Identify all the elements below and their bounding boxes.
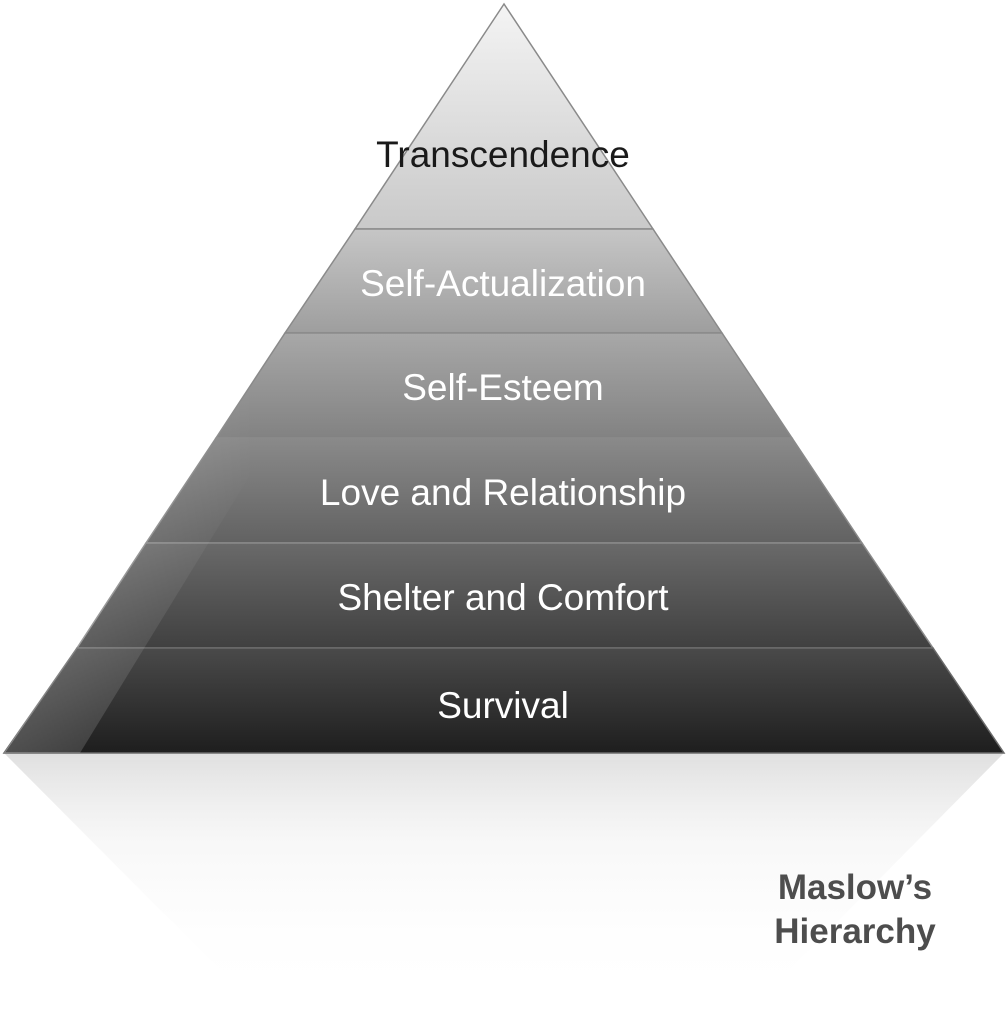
tier-label-self-esteem: Self-Esteem — [402, 367, 604, 408]
tier-label-self-actualization: Self-Actualization — [360, 263, 646, 304]
pyramid-reflection — [4, 753, 1004, 1000]
tier-label-shelter: Shelter and Comfort — [337, 577, 669, 618]
diagram-caption: Maslow’s Hierarchy — [735, 866, 975, 954]
tier-label-survival: Survival — [437, 685, 569, 726]
caption-line-2: Hierarchy — [774, 912, 936, 951]
pyramid-left-sheen — [4, 4, 504, 753]
caption-line-1: Maslow’s — [777, 868, 933, 907]
tier-label-transcendence: Transcendence — [376, 134, 630, 175]
tier-label-love: Love and Relationship — [320, 472, 686, 513]
